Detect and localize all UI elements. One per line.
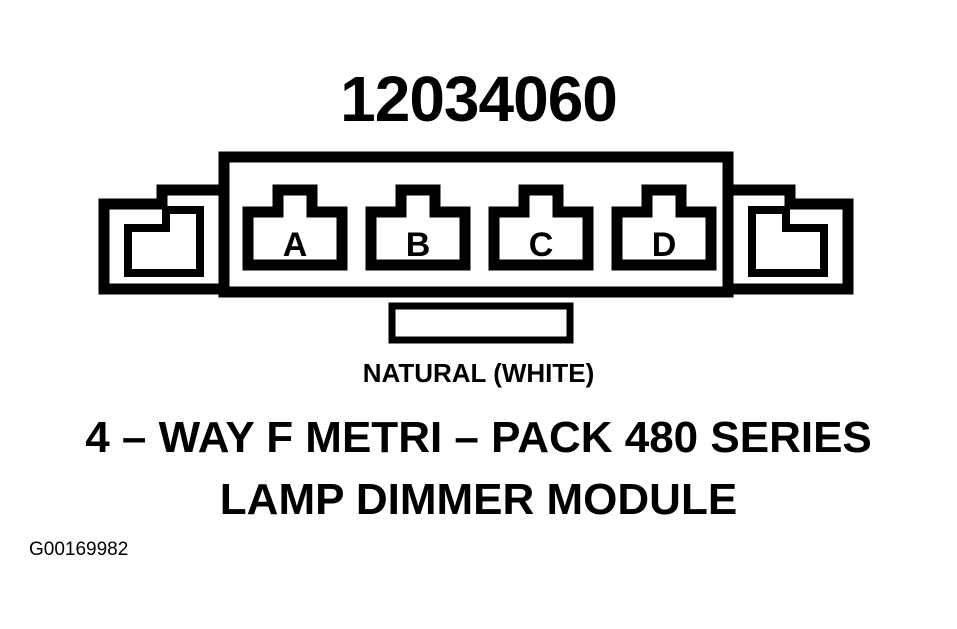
pin-cavity-b bbox=[365, 184, 471, 271]
pin-label-d: D bbox=[652, 226, 677, 264]
connector-title: 4 – WAY F METRI – PACK 480 SERIES bbox=[85, 413, 872, 462]
pin-label-c: C bbox=[529, 226, 554, 264]
housing-color-label: NATURAL (WHITE) bbox=[362, 358, 595, 388]
part-number: 12034060 bbox=[340, 63, 618, 135]
pin-label-b: B bbox=[406, 226, 431, 264]
pin-cavity-a bbox=[242, 184, 348, 271]
right-latch bbox=[728, 184, 854, 295]
pin-cavity-c bbox=[488, 184, 594, 271]
figure-id: G00169982 bbox=[29, 539, 129, 560]
pin-label-a: A bbox=[283, 226, 308, 264]
connector-body bbox=[218, 151, 734, 298]
pin-cavity-d bbox=[611, 184, 717, 271]
left-latch bbox=[98, 184, 224, 295]
right-latch-inner bbox=[748, 206, 828, 277]
module-title: LAMP DIMMER MODULE bbox=[219, 475, 738, 524]
left-latch-inner bbox=[124, 206, 204, 277]
locking-tab bbox=[388, 302, 574, 344]
